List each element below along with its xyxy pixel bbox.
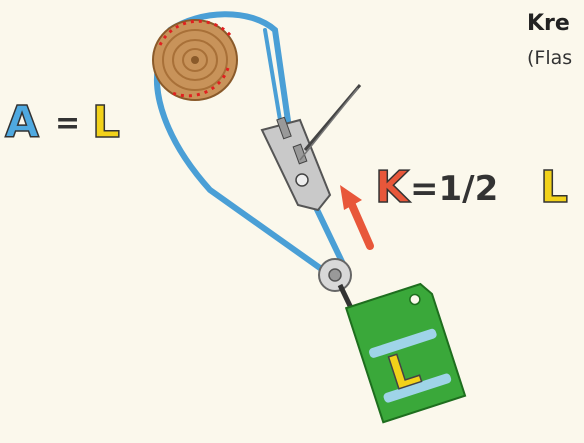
letter-l-right: L [540,162,568,213]
equation-k-equals-half-l: K =1/2 L [374,161,569,214]
cable-puller-icon [260,84,362,212]
load-block: L [344,282,467,424]
letter-k: K [375,162,411,213]
log-icon [152,19,238,101]
header-title: Kre [527,11,570,36]
letter-a: A [5,97,39,148]
half-fraction: =1/2 [410,169,498,209]
equation-a-equals-l: A = L [4,96,121,149]
header-subtitle: (Flas [527,47,572,69]
lower-pulley-icon [318,258,355,312]
equals-sign: = [55,106,80,141]
letter-l-left: L [92,97,120,148]
force-arrow-icon [340,185,374,250]
